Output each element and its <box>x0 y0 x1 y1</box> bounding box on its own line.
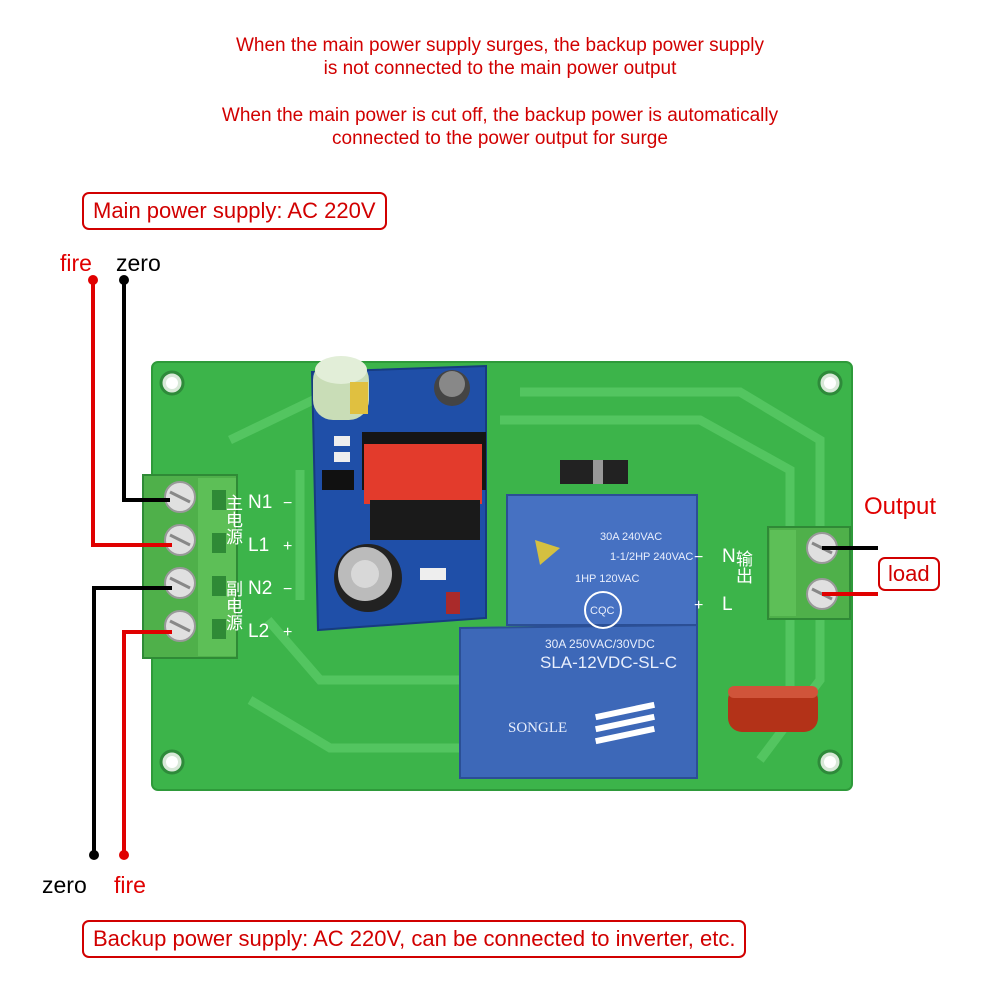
note-surge-line-2: is not connected to the main power outpu… <box>323 58 677 79</box>
bottom-fire-label: fire <box>114 872 146 898</box>
silk-l2: L2 <box>248 621 269 642</box>
top-zero-label: zero <box>116 250 161 276</box>
backup-power-supply-label: Backup power supply: AC 220V, can be con… <box>82 920 747 958</box>
note-cutoff-line-1: When the main power is cut off, the back… <box>221 105 779 126</box>
silk-out-minus: − <box>694 549 703 566</box>
silk-cn-main: 主电源 <box>222 494 243 546</box>
board-cn-text: 主电源 副电源 输出 <box>222 494 753 632</box>
note-cutoff-line-2: connected to the power output for surge <box>332 128 668 149</box>
output-terminal-block <box>767 526 851 620</box>
mounting-holes <box>159 370 843 775</box>
silk-plus-2: + <box>283 624 292 641</box>
silk-cn-output: 输出 <box>732 550 753 584</box>
bottom-zero-label: zero <box>42 872 87 898</box>
power-module <box>310 356 487 632</box>
main-supply-wires <box>91 280 172 547</box>
silk-out-n: N <box>722 546 736 567</box>
note-surge: When the main power supply surges, the b… <box>0 34 1000 80</box>
silk-minus-2: − <box>283 581 292 598</box>
backup-supply-wires <box>92 586 172 855</box>
silk-l1: L1 <box>248 535 269 556</box>
output-wires <box>822 546 878 596</box>
silk-n1: N1 <box>248 492 272 513</box>
note-surge-line-1: When the main power supply surges, the b… <box>235 35 765 56</box>
silk-cn-backup: 副电源 <box>222 580 243 632</box>
silk-out-plus: + <box>694 597 703 614</box>
silk-plus-1: + <box>283 538 292 555</box>
top-fire-label: fire <box>60 250 92 276</box>
output-label: Output <box>864 493 937 520</box>
load-label: load <box>878 557 940 591</box>
relay-rating-1: 30A 250VAC/30VDC <box>545 637 655 651</box>
board-silkscreen: N1 L1 N2 L2 − + − + N L − + <box>248 492 736 642</box>
relay-cert: CQC <box>590 605 615 617</box>
relay-rating-4: 30A 240VAC <box>600 531 662 543</box>
relay-model: SLA-12VDC-SL-C <box>540 653 677 672</box>
silk-out-l: L <box>722 594 733 615</box>
silk-minus-1: − <box>283 495 292 512</box>
note-cutoff: When the main power is cut off, the back… <box>0 104 1000 150</box>
relay-print: SLA-12VDC-SL-C 30A 250VAC/30VDC 1HP 120V… <box>508 531 693 736</box>
input-terminal-block <box>142 474 238 659</box>
main-power-supply-label: Main power supply: AC 220V <box>82 192 387 230</box>
silk-n2: N2 <box>248 578 272 599</box>
relay-rating-2: 1HP 120VAC <box>575 573 639 585</box>
relay <box>459 494 698 779</box>
relay-rating-3: 1-1/2HP 240VAC <box>610 551 693 563</box>
relay-brand: SONGLE <box>508 720 567 736</box>
